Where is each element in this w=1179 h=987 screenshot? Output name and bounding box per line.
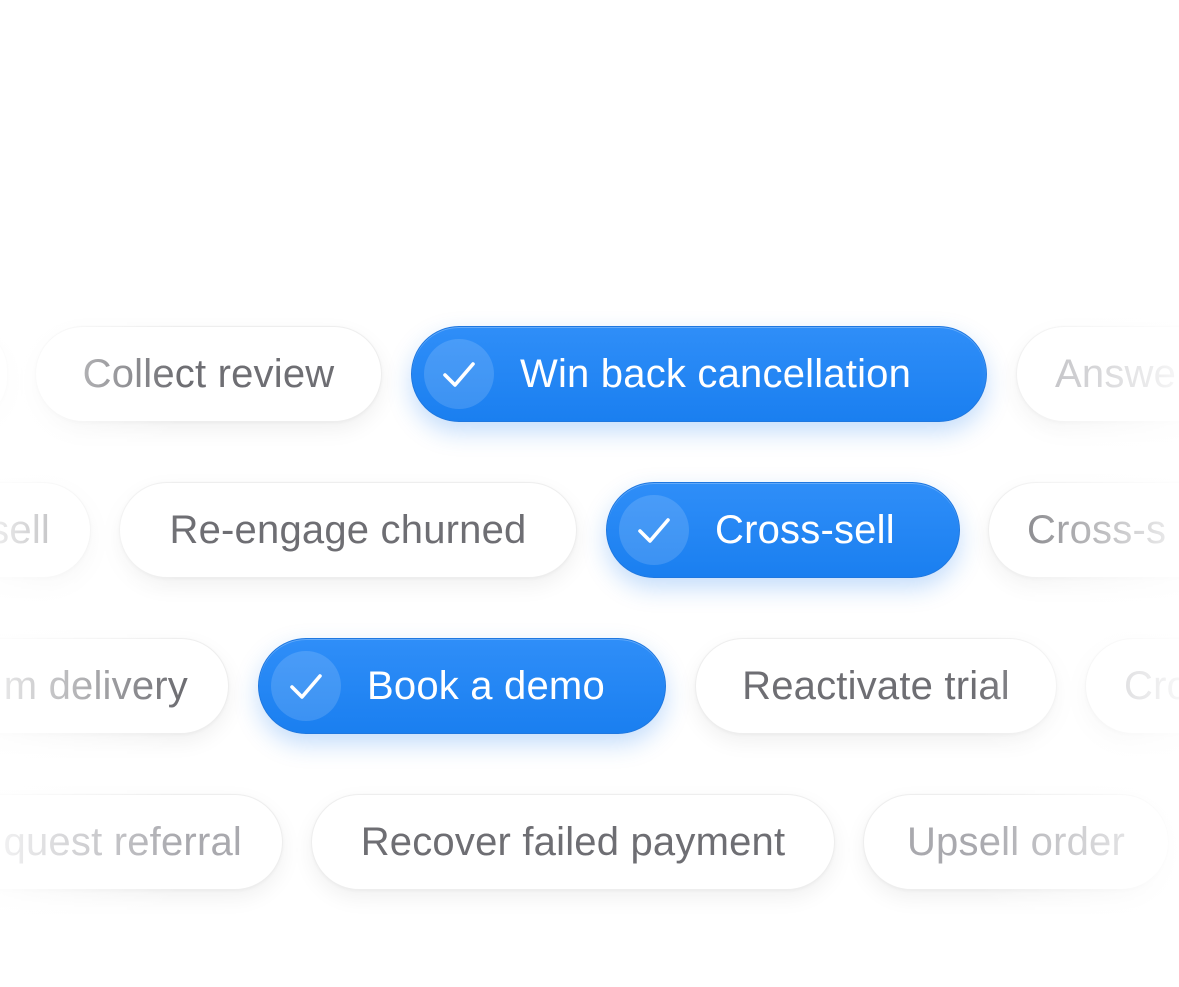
chip-label: Re-engage churned (169, 507, 527, 552)
chip-upsell-order[interactable]: Upsell order (863, 794, 1169, 890)
chip-upsell[interactable]: sell (0, 482, 91, 578)
checkmark-icon (619, 495, 689, 565)
chip-label: sell (0, 507, 50, 552)
chip-cross-partial[interactable]: Cro (1085, 638, 1179, 734)
chip-row-2: sell Re-engage churned Cross-sell Cross-… (0, 482, 1179, 580)
chip-win-back-cancellation[interactable]: Win back cancellation (411, 326, 987, 422)
chip-answer[interactable]: Answe (1016, 326, 1179, 422)
checkmark-icon (271, 651, 341, 721)
chip-row-3: m delivery Book a demo Reactivate trial … (0, 638, 1179, 736)
chip-label: Cross-sell (715, 507, 895, 552)
chip-re-engage-churned[interactable]: Re-engage churned (119, 482, 577, 578)
chip-label: quest referral (3, 819, 242, 864)
chip-collect-review[interactable]: Collect review (35, 326, 382, 422)
chip-confirm-delivery[interactable]: m delivery (0, 638, 229, 734)
chip-label: Cross-s (1027, 507, 1167, 552)
chip-row-1: Collect review Win back cancellation Ans… (0, 326, 1179, 424)
chip-cross-sell-partial[interactable]: Cross-s (988, 482, 1179, 578)
chip-label: Collect review (82, 351, 335, 396)
chip-label: Win back cancellation (520, 351, 912, 396)
chip-label: Upsell order (906, 819, 1126, 864)
chip-label: Answe (1055, 351, 1177, 396)
chip-row-4: quest referral Recover failed payment Up… (0, 794, 1179, 892)
chip-label: Reactivate trial (742, 663, 1010, 708)
chip-label: Book a demo (367, 663, 605, 708)
chip-partial-left[interactable] (0, 326, 8, 422)
chip-book-a-demo[interactable]: Book a demo (258, 638, 666, 734)
checkmark-icon (424, 339, 494, 409)
chip-recover-failed-payment[interactable]: Recover failed payment (311, 794, 835, 890)
chip-label: Recover failed payment (360, 819, 786, 864)
chip-label: Cro (1124, 663, 1179, 708)
chip-label: m delivery (3, 663, 188, 708)
chip-reactivate-trial[interactable]: Reactivate trial (695, 638, 1057, 734)
chip-cross-sell[interactable]: Cross-sell (606, 482, 960, 578)
chip-request-referral[interactable]: quest referral (0, 794, 283, 890)
